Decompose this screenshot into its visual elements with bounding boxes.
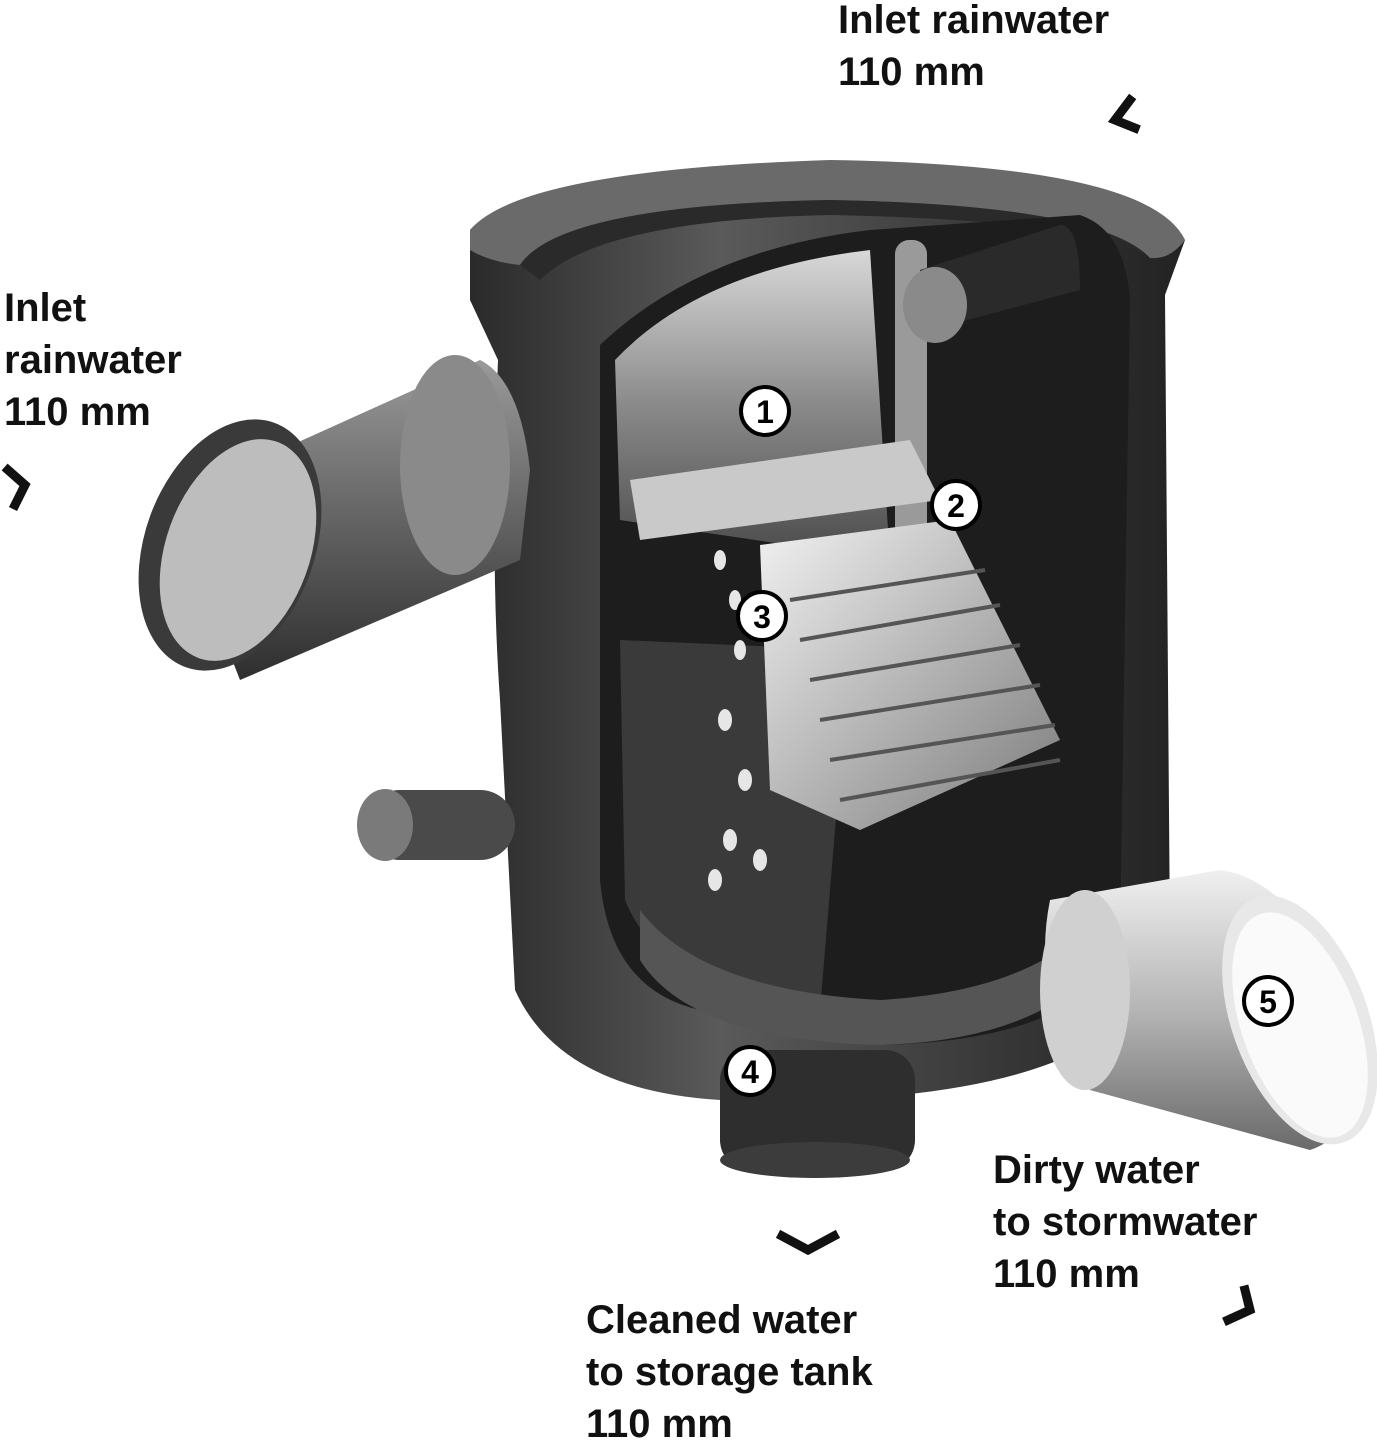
clean-outlet-label-line1: Cleaned water (586, 1298, 858, 1342)
inlet-top-label-line1: Inlet rainwater (838, 0, 1110, 42)
callout-2-number: 2 (947, 488, 965, 524)
dirty-outlet-arrow-icon (1222, 1284, 1256, 1326)
callout-1-number: 1 (756, 394, 774, 430)
callout-5-number: 5 (1259, 984, 1277, 1020)
callout-4: 4 (724, 1045, 776, 1097)
inlet-top-label-line2: 110 mm (838, 50, 985, 94)
right-outlet-pipe (1040, 870, 1377, 1150)
clean-outlet-label: Cleaned water to storage tank 110 mm (586, 1294, 873, 1450)
inlet-left-label: Inlet rainwater 110 mm (4, 282, 182, 438)
inlet-left-label-line1: Inlet (4, 286, 87, 330)
inlet-left-label-line2: rainwater (4, 338, 182, 382)
top-inlet-arrow-icon (1107, 93, 1141, 134)
cutaway-interior (600, 215, 1130, 1045)
dirty-outlet-label: Dirty water to stormwater 110 mm (993, 1144, 1258, 1300)
dirty-outlet-label-line3: 110 mm (993, 1252, 1140, 1296)
callout-3: 3 (736, 590, 788, 642)
inlet-top-label: Inlet rainwater 110 mm (838, 0, 1109, 98)
clean-outlet-label-line2: to storage tank (586, 1350, 873, 1394)
callout-2: 2 (930, 479, 982, 531)
clean-outlet-label-line3: 110 mm (586, 1402, 733, 1446)
clean-outlet-arrow-icon (775, 1229, 841, 1256)
callout-1: 1 (739, 385, 791, 437)
dirty-outlet-label-line1: Dirty water (993, 1148, 1200, 1192)
left-inlet-arrow-icon (1, 463, 31, 512)
callout-4-number: 4 (741, 1054, 759, 1090)
dirty-outlet-label-line2: to stormwater (993, 1200, 1258, 1244)
inlet-left-label-line3: 110 mm (4, 390, 151, 434)
callout-3-number: 3 (753, 599, 771, 635)
callout-5: 5 (1242, 975, 1294, 1027)
left-inlet-pipe (138, 355, 530, 680)
